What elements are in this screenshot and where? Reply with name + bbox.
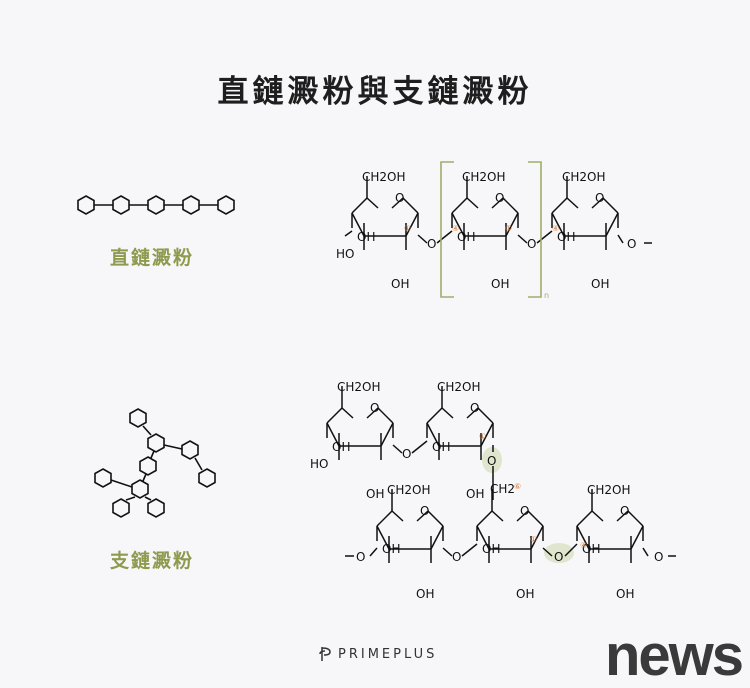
ch2oh-label: CH2OH	[462, 170, 506, 184]
carbon-1-marker: ①	[505, 224, 512, 233]
oh-label: OH	[582, 542, 600, 556]
branch-oxygen: O	[487, 454, 496, 468]
page-title: 直鏈澱粉與支鏈澱粉	[217, 74, 533, 110]
oh-label: OH	[516, 587, 534, 601]
oh-label: OH	[591, 277, 609, 291]
oh-label: OH	[466, 487, 484, 501]
ch2oh-label: CH2OH	[437, 380, 481, 394]
ho-label: HO	[310, 457, 328, 471]
oh-label: OH	[557, 230, 575, 244]
ring-oxygen: O	[495, 191, 504, 205]
repeat-count: n	[544, 291, 549, 300]
oh-label: OH	[366, 487, 384, 501]
carbon-4-marker: ④	[452, 224, 459, 233]
news-watermark: news	[604, 623, 744, 688]
glycosidic-oxygen: O	[452, 550, 461, 564]
ch2-label: CH2	[490, 482, 515, 496]
oh-label: OH	[482, 542, 500, 556]
ring-oxygen: O	[420, 504, 429, 518]
oh-label: OH	[382, 542, 400, 556]
ch2oh-label: CH2OH	[562, 170, 606, 184]
linear-hexagon-chain	[77, 195, 235, 215]
oh-label: OH	[491, 277, 509, 291]
ch2oh-label: CH2OH	[337, 380, 381, 394]
ring-oxygen: O	[370, 401, 379, 415]
branched-starch-label: 支鏈澱粉	[110, 550, 195, 572]
glycosidic-oxygen: O	[427, 237, 436, 251]
brand-logo: PRIMEPLUS	[318, 646, 437, 662]
carbon-4-marker: ④	[580, 541, 587, 550]
glycosidic-oxygen: O	[402, 447, 411, 461]
oh-label: OH	[416, 587, 434, 601]
carbon-1-marker: ①	[404, 224, 411, 233]
linear-starch-label: 直鏈澱粉	[110, 247, 195, 269]
amylose-structure: CH2OH CH2OH CH2OH O O O OH OH OH HO OH O…	[336, 161, 652, 300]
oh-label: OH	[457, 230, 475, 244]
carbon-4-marker: ④	[552, 224, 559, 233]
oh-label: OH	[391, 277, 409, 291]
ring-oxygen: O	[470, 401, 479, 415]
branched-hexagon-tree	[94, 408, 216, 518]
oh-label: OH	[432, 440, 450, 454]
ho-label: HO	[336, 247, 354, 261]
carbon-1-marker: ①	[530, 535, 537, 544]
brand-name: PRIMEPLUS	[338, 646, 438, 662]
glycosidic-oxygen: O	[527, 237, 536, 251]
brand-mark-icon	[319, 647, 331, 661]
oh-label: OH	[332, 440, 350, 454]
glycosidic-oxygen: O	[554, 550, 563, 564]
terminal-oxygen: O	[356, 550, 365, 564]
oh-label: OH	[616, 587, 634, 601]
ch2oh-label: CH2OH	[587, 483, 631, 497]
carbon-1-marker: ①	[479, 432, 486, 441]
amylopectin-structure: CH2OH CH2OH O O OH OH HO OH OH O O ① CH2…	[310, 380, 676, 601]
starch-diagram: CH2OH CH2OH CH2OH O O O OH OH OH HO OH O…	[77, 161, 676, 601]
ch2oh-label: CH2OH	[387, 483, 431, 497]
carbon-6-marker: ⑥	[514, 482, 521, 491]
ring-oxygen: O	[520, 504, 529, 518]
ch2oh-label: CH2OH	[362, 170, 406, 184]
oh-label: OH	[357, 230, 375, 244]
ring-oxygen: O	[620, 504, 629, 518]
terminal-oxygen: O	[627, 237, 636, 251]
terminal-oxygen: O	[654, 550, 663, 564]
ring-oxygen: O	[395, 191, 404, 205]
ring-oxygen: O	[595, 191, 604, 205]
